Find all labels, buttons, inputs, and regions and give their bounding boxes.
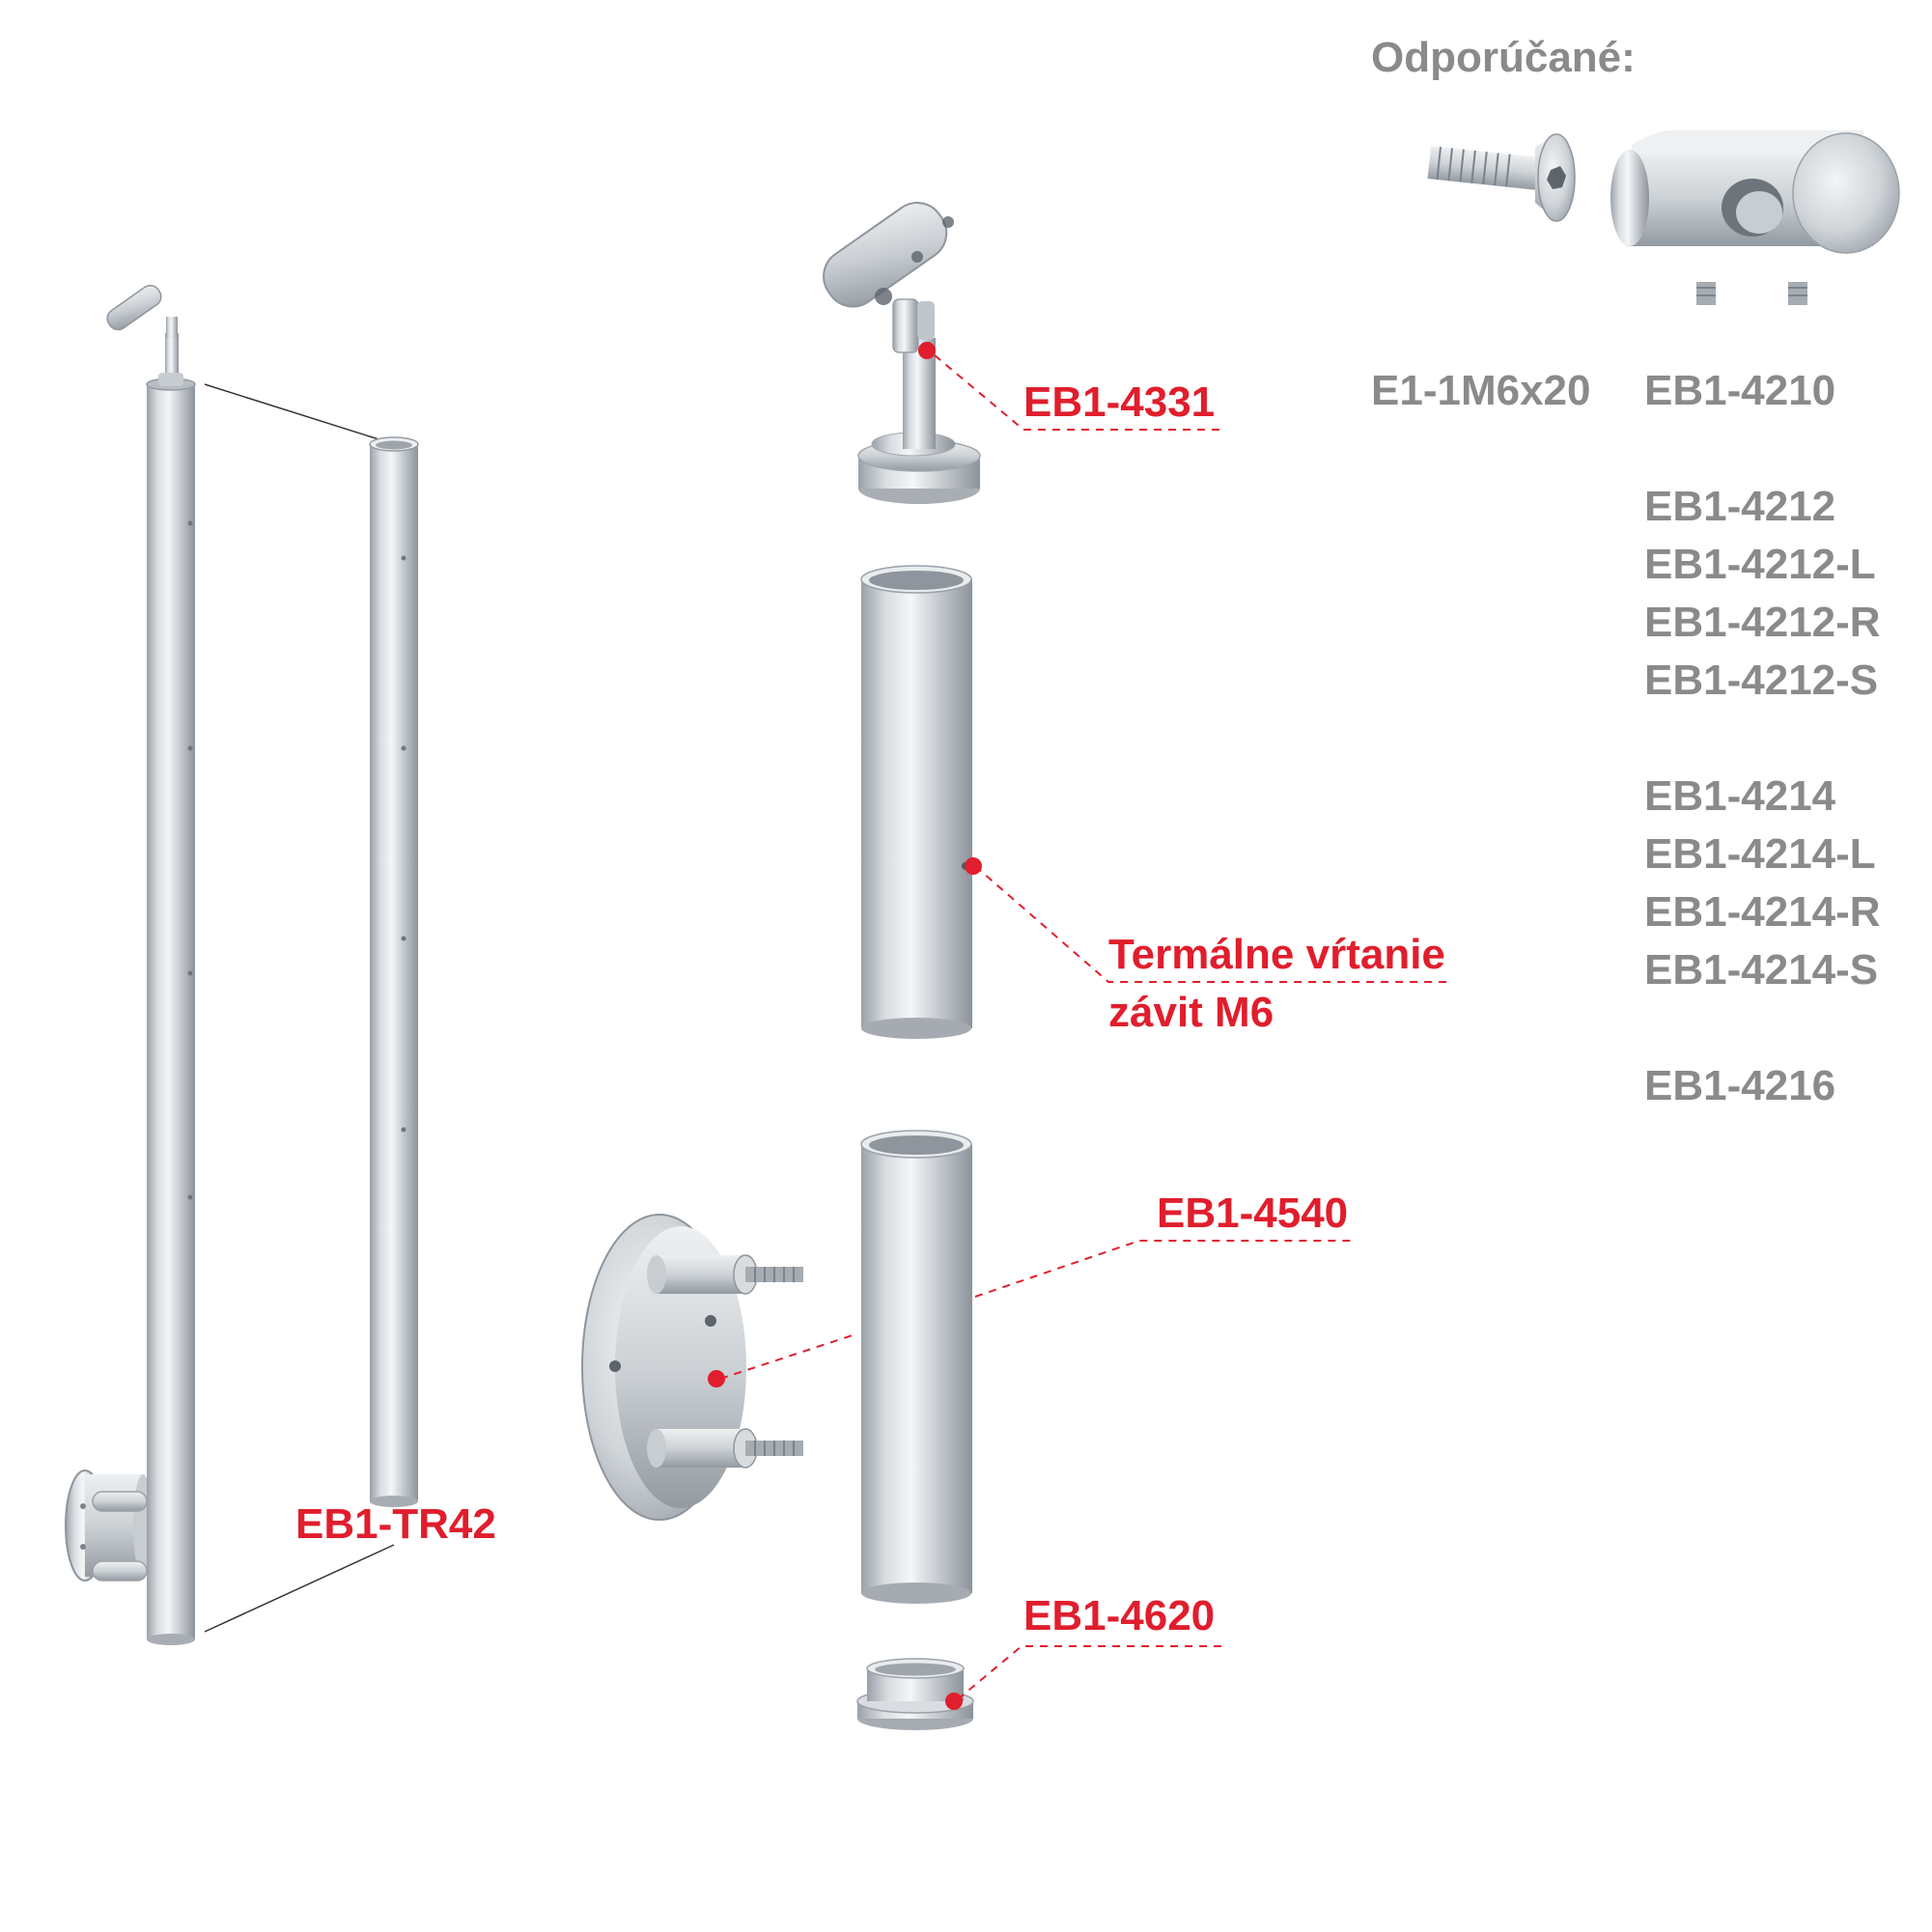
- tube-illustration: [369, 436, 419, 1507]
- callout-dots: [708, 342, 982, 1710]
- recommended-code: EB1-4214-R: [1644, 888, 1881, 936]
- tube-label: EB1-TR42: [295, 1500, 496, 1548]
- recommended-code: EB1-4214-S: [1644, 946, 1879, 994]
- handrail-support-illustration: [823, 202, 981, 504]
- assembled-post-illustration: [65, 284, 395, 1645]
- cross-connector-illustration: [1610, 129, 1900, 305]
- screw-illustration: [1427, 133, 1576, 222]
- callout-lines: [719, 354, 1448, 1700]
- upper-tube-illustration: [860, 565, 972, 1039]
- recommended-code: EB1-4212: [1644, 483, 1836, 530]
- handrail-support-label: EB1-4331: [1023, 378, 1216, 426]
- side-mount-flange-illustration: [581, 1214, 803, 1521]
- thermal-drilling-thread-label: závit M6: [1108, 989, 1274, 1036]
- recommended-code: EB1-4210: [1644, 367, 1836, 414]
- recommended-code: EB1-4212-S: [1644, 657, 1879, 704]
- recommended-code: EB1-4214-L: [1644, 830, 1876, 878]
- recommended-heading: Odporúčané:: [1371, 34, 1636, 81]
- end-cap-label: EB1-4620: [1023, 1592, 1216, 1639]
- recommended-code: EB1-4214: [1644, 772, 1836, 820]
- lower-tube-illustration: [860, 1130, 972, 1604]
- screw-code-label: E1-1M6x20: [1371, 367, 1591, 414]
- recommended-code: EB1-4216: [1644, 1062, 1836, 1109]
- end-cap-illustration: [856, 1658, 974, 1730]
- recommended-code: EB1-4212-R: [1644, 599, 1881, 646]
- thermal-drilling-label: Termálne vŕtanie: [1108, 931, 1445, 978]
- side-mount-flange-label: EB1-4540: [1157, 1190, 1349, 1237]
- recommended-code: EB1-4212-L: [1644, 541, 1876, 588]
